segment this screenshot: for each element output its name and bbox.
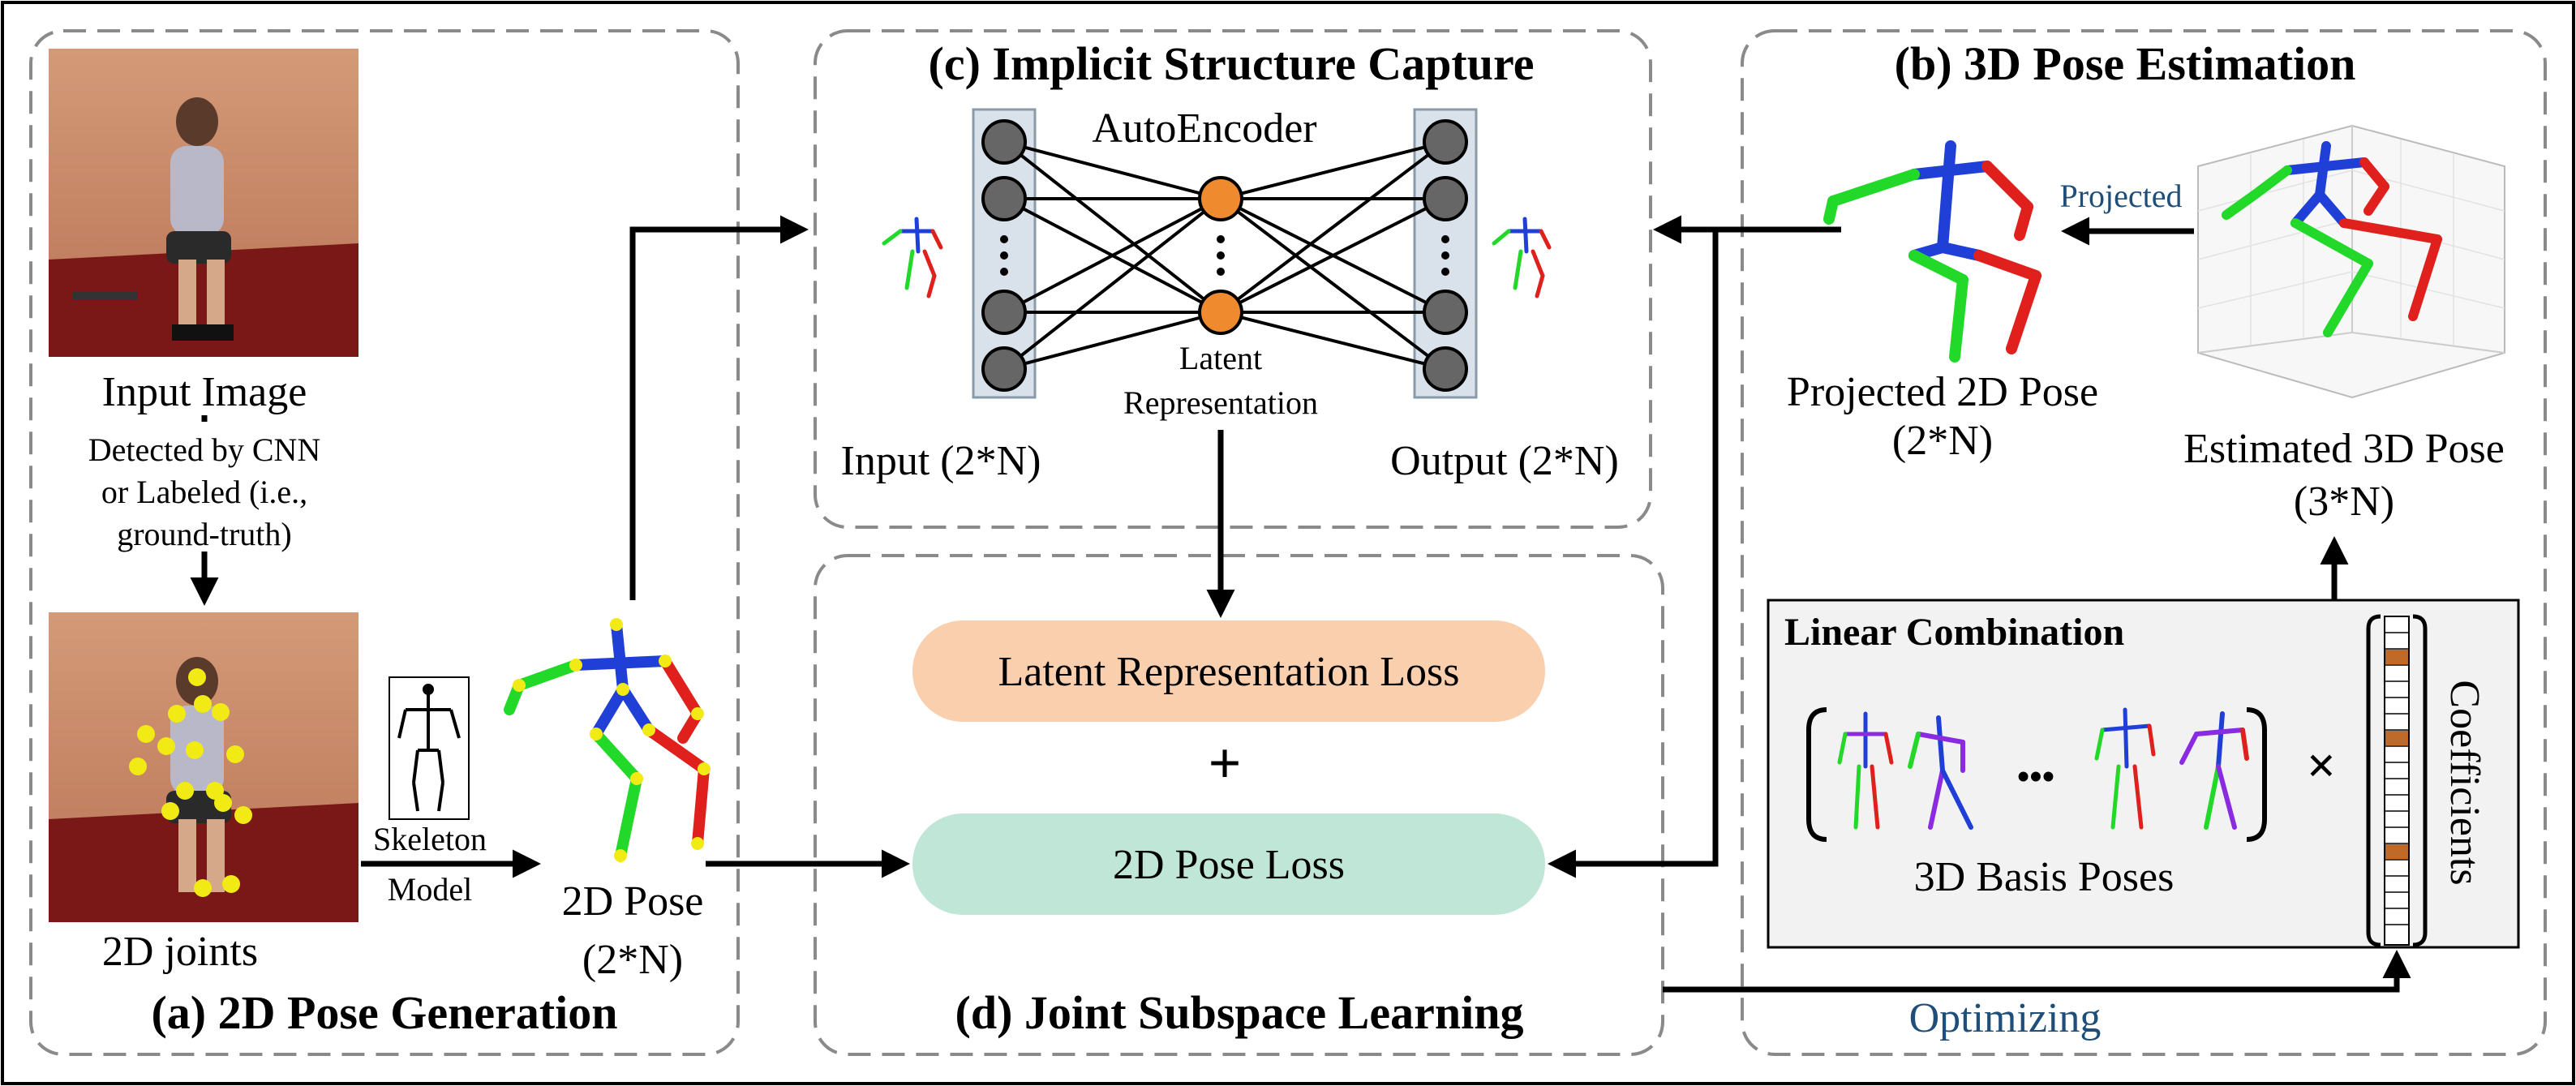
panel-a-title: (a) 2D Pose Generation (151, 986, 617, 1039)
estimated-3d-skeleton (2222, 141, 2442, 337)
pose-2d-skeleton (504, 619, 710, 861)
panel-c-border (814, 29, 1652, 529)
latent-loss-box (912, 620, 1545, 722)
pose-2d-joints (513, 618, 711, 862)
coefficients-label: Coefficients (2441, 680, 2488, 885)
coefficient-vector (2366, 614, 2428, 947)
basis-ellipsis: ••• (2017, 757, 2054, 796)
input-pose-thumbnail (882, 217, 943, 298)
panel-c-title: (c) Implicit Structure Capture (929, 37, 1535, 90)
left-bracket (1806, 707, 1827, 842)
joints-image (49, 612, 358, 922)
basis-pose-2 (1908, 715, 1973, 830)
basis-pose-4 (2179, 711, 2249, 830)
plot-3d (2197, 124, 2505, 399)
pose-to-autoencoder-arrow (629, 215, 809, 600)
right-bracket (2246, 707, 2267, 842)
pose-2d-label-line2: (2*N) (582, 937, 683, 983)
projected-arrow-label: Projected (2059, 178, 2182, 214)
basis-pose-1 (1837, 711, 1894, 830)
panel-d-title: (d) Joint Subspace Learning (955, 986, 1524, 1039)
autoencoder-label: AutoEncoder (1092, 105, 1316, 152)
estimated-pose-line1: Estimated 3D Pose (2183, 426, 2505, 472)
multiply-sign: × (2307, 736, 2336, 794)
detected-line2: or Labeled (i.e., (101, 474, 307, 510)
skeleton-line1: Skeleton (373, 821, 487, 857)
optimizing-label: Optimizing (1909, 995, 2102, 1041)
autoencoder-network (972, 108, 1478, 399)
projected-2d-skeleton (1823, 140, 2041, 363)
panel-b-title: (b) 3D Pose Estimation (1895, 37, 2356, 90)
panel-d-border (814, 554, 1664, 1056)
joints-label: 2D joints (102, 929, 258, 975)
input-dim-label: Input (2*N) (841, 438, 1041, 484)
skeleton-model-icon (389, 676, 470, 820)
estimated-pose-line2: (3*N) (2294, 479, 2394, 525)
output-dim-label: Output (2*N) (1390, 438, 1619, 484)
output-pose-thumbnail (1492, 217, 1552, 298)
projected-to-loss-arrow (1548, 230, 1719, 878)
detected-line1: Detected by CNN (88, 431, 321, 468)
input-image (49, 49, 358, 357)
basis-pose-3 (2094, 707, 2156, 830)
panel-b-border (1741, 29, 2547, 1056)
projected-pose-line1: Projected 2D Pose (1787, 369, 2098, 415)
latent-label-line2: Representation (1123, 384, 1318, 421)
linear-combination-title: Linear Combination (1784, 611, 2124, 654)
pose-2d-label-line1: 2D Pose (562, 878, 704, 925)
detected-line3: ground-truth) (117, 516, 292, 552)
latent-label-line1: Latent (1179, 340, 1262, 376)
optimizing-arrow (1663, 950, 2411, 993)
projected-pose-line2: (2*N) (1892, 418, 1993, 464)
panel-a-border (29, 29, 740, 1056)
plus-sign: + (1208, 731, 1241, 796)
pose-loss-box (912, 813, 1545, 915)
skeleton-line2: Model (388, 871, 472, 908)
joint-markers (129, 668, 252, 897)
basis-poses-label: 3D Basis Poses (1914, 854, 2175, 900)
latent-loss-label: Latent Representation Loss (998, 649, 1460, 695)
input-image-label: Input Image (102, 369, 307, 415)
pose-loss-label: 2D Pose Loss (1113, 842, 1345, 888)
